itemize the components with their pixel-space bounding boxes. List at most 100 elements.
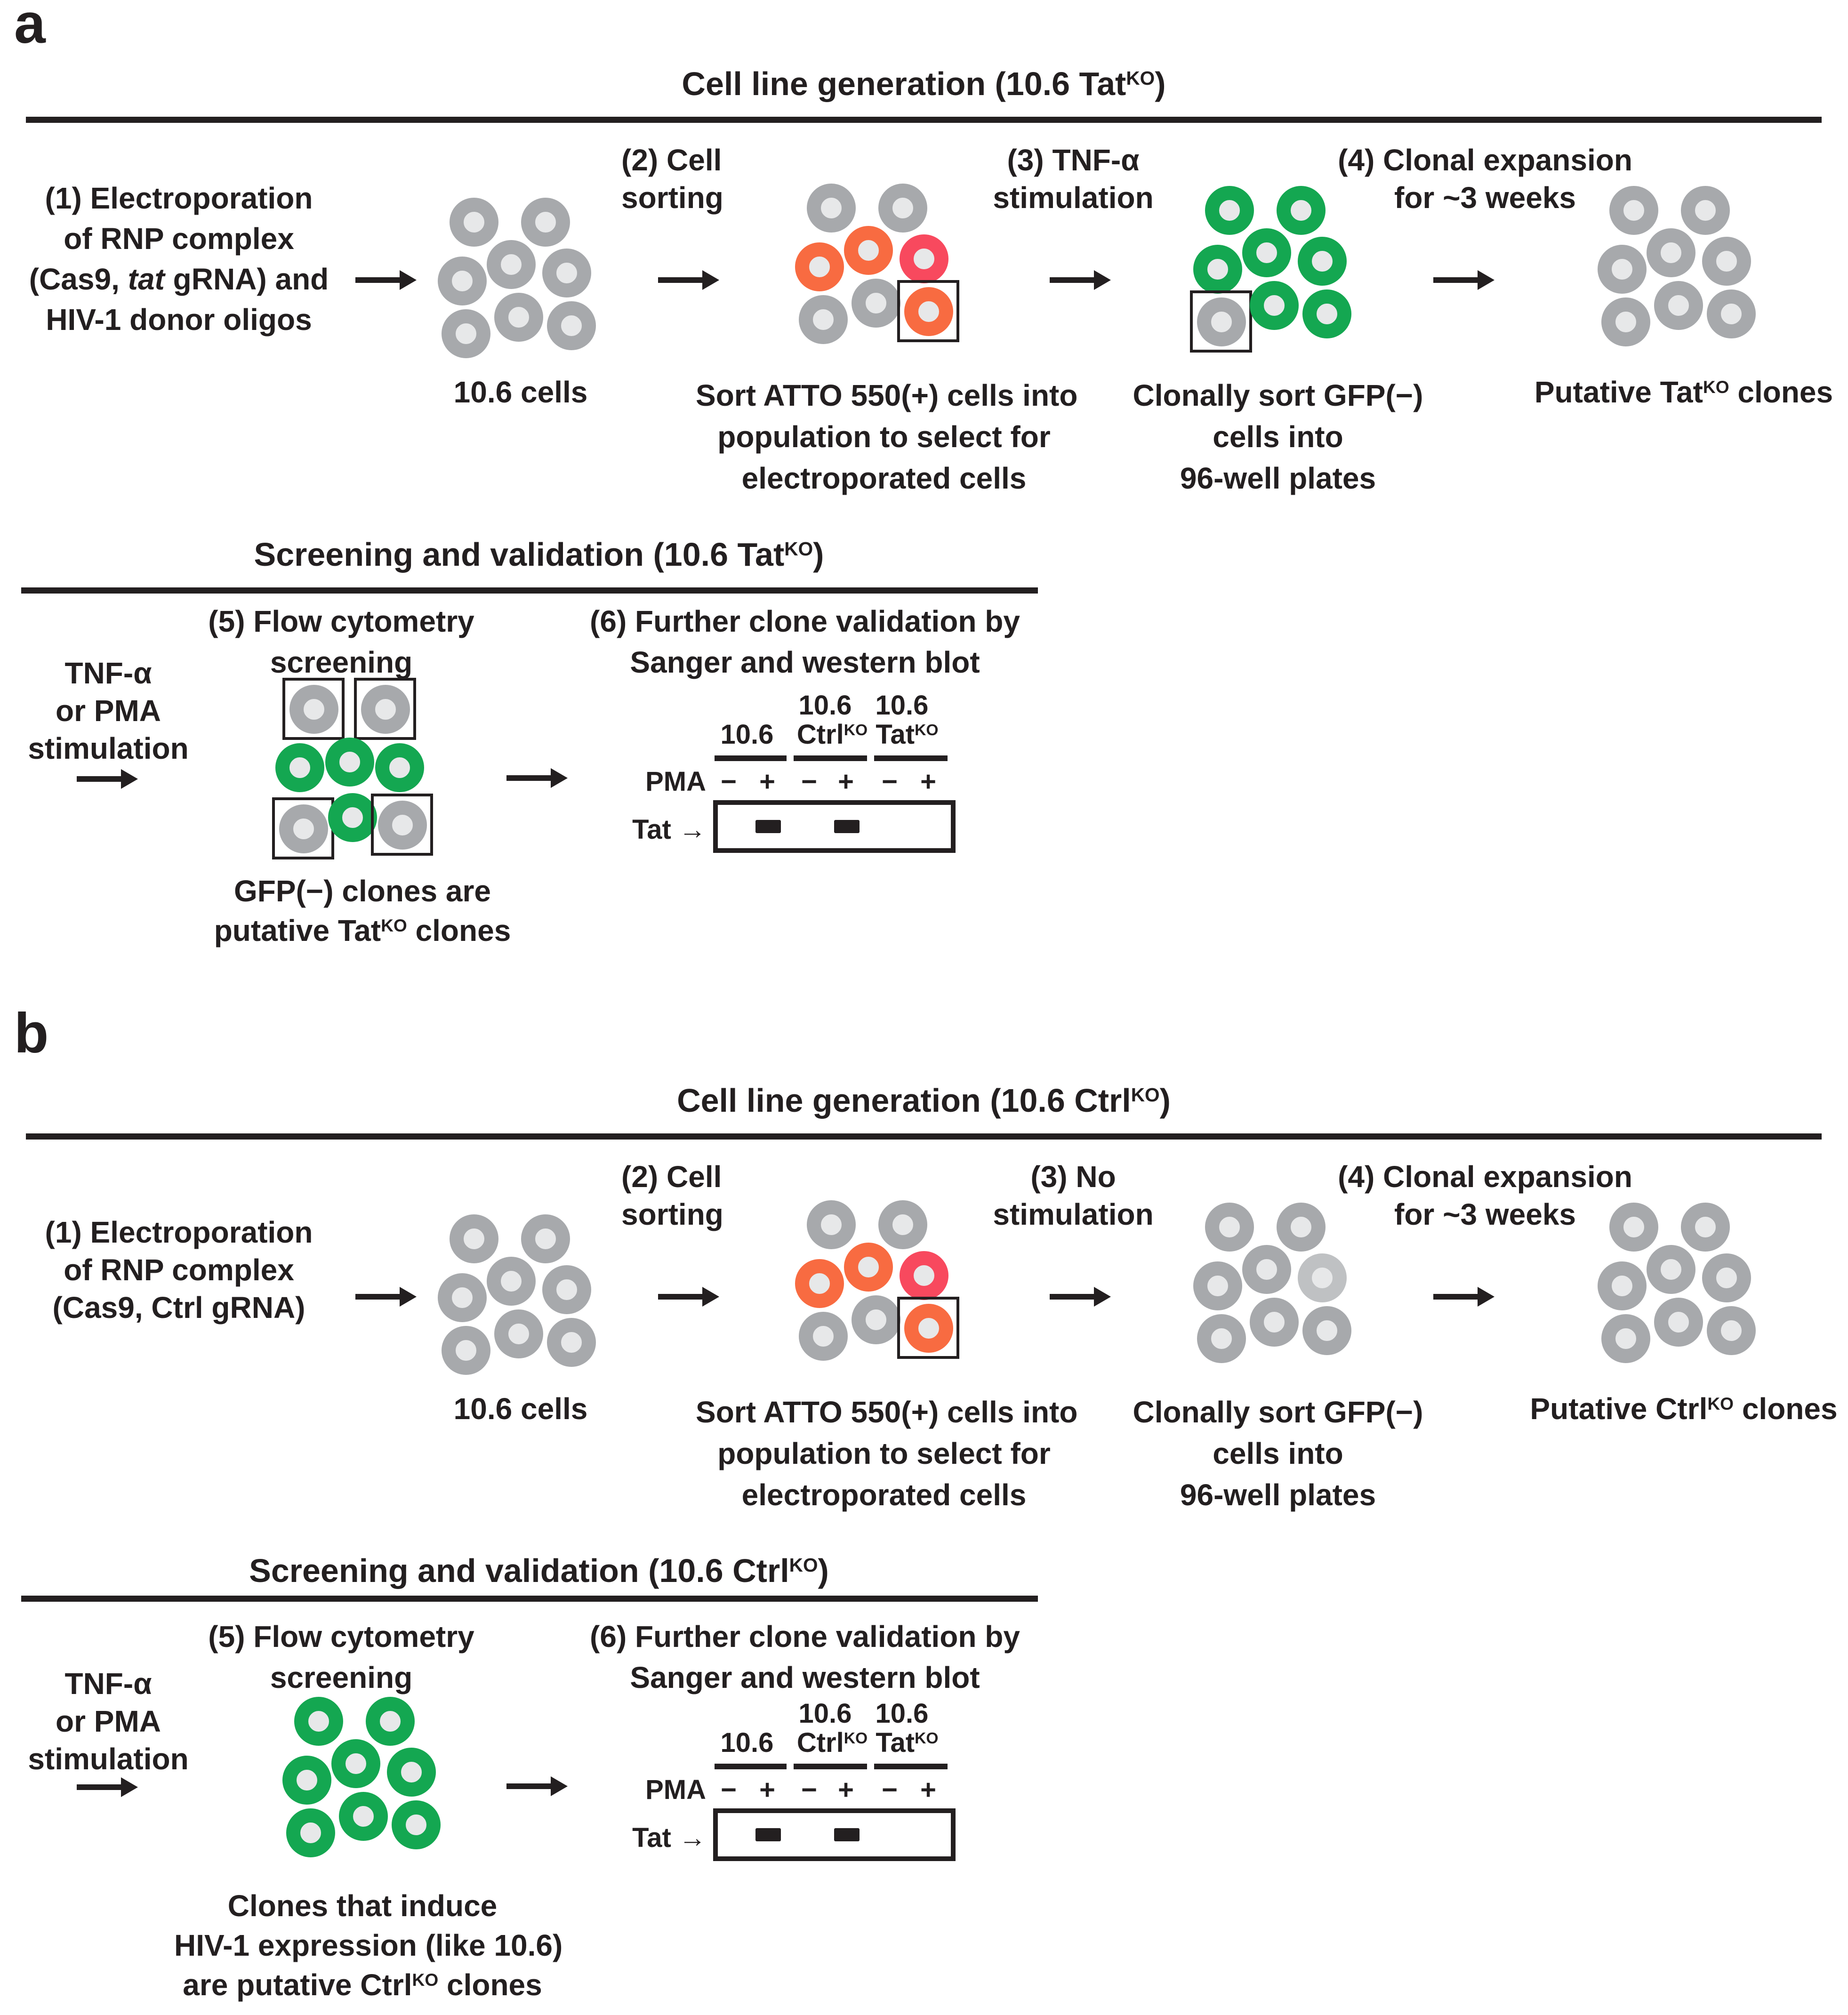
label-text: Putative Ctrl xyxy=(1530,1392,1708,1426)
lane-group-underline xyxy=(874,1764,948,1769)
section-divider xyxy=(21,587,1038,594)
cell-green-icon xyxy=(392,1800,441,1849)
step-line: (6) Further clone validation by xyxy=(590,1620,1020,1654)
step-line: for ~3 weeks xyxy=(1394,1197,1576,1231)
blot-header-ctrlko: CtrlKO xyxy=(795,720,870,754)
cell-green-icon xyxy=(1193,245,1242,294)
cell-gray-icon xyxy=(1681,186,1730,235)
pma-label: PMA xyxy=(645,1774,706,1805)
pma-sign: + xyxy=(759,766,775,797)
cell-cluster-clones xyxy=(1598,186,1758,348)
ko-superscript: KO xyxy=(1703,377,1729,397)
step-line-part: (Cas9, xyxy=(29,262,128,296)
induce-result-label-b: Clones that induce HIV-1 expression (lik… xyxy=(174,1886,562,2009)
gfp-result-label-a: GFP(−) clones are putative TatKO clones xyxy=(174,871,551,955)
cell-gray-icon xyxy=(487,1257,536,1306)
cell-orange-icon xyxy=(904,1304,953,1353)
section-divider xyxy=(26,117,1822,123)
cell-gray-icon xyxy=(1654,1298,1703,1347)
pma-label: PMA xyxy=(645,766,706,797)
putative-clones-label-a: Putative TatKO clones xyxy=(1495,375,1848,409)
tat-row-label: Tat → xyxy=(631,815,706,844)
step-line: sorting xyxy=(621,181,723,215)
cell-gray-icon xyxy=(487,240,536,289)
cell-gray-icon xyxy=(542,249,591,297)
title-text: Cell line generation (10.6 Tat xyxy=(682,65,1126,102)
cell-gray-icon xyxy=(438,1273,487,1322)
ko-superscript: KO xyxy=(412,1969,439,1990)
selection-box xyxy=(354,678,416,740)
flow-arrow-icon xyxy=(506,768,568,788)
selection-box xyxy=(282,678,345,740)
tat-row-label: Tat → xyxy=(631,1823,706,1853)
cell-orange-icon xyxy=(795,1259,844,1308)
cell-gray-icon xyxy=(1647,1245,1695,1294)
cell-gray-icon xyxy=(547,301,596,350)
label-line: Sort ATTO 550(+) cells into xyxy=(696,1395,1078,1429)
cell-gray-icon xyxy=(521,1214,570,1263)
cell-gray-icon xyxy=(1681,1203,1730,1252)
step3-text-b: (3) No stimulation xyxy=(979,1158,1167,1233)
cell-gray-icon xyxy=(1654,281,1703,330)
cell-green-icon xyxy=(387,1748,436,1797)
label-text: Tat xyxy=(632,1822,671,1853)
step1-text-b: (1) Electroporation of RNP complex (Cas9… xyxy=(14,1213,344,1326)
cell-gray-icon xyxy=(1242,1245,1291,1294)
blot-header-ctrl-top: 10.6 xyxy=(798,1698,852,1729)
ko-superscript: KO xyxy=(1707,1393,1734,1413)
cell-gray-icon xyxy=(1702,1253,1751,1302)
cell-cluster-clones xyxy=(1598,1203,1758,1365)
cell-orange-icon xyxy=(844,226,893,275)
selection-box xyxy=(1190,290,1252,353)
cell-gray-icon xyxy=(852,279,900,328)
label-line: or PMA xyxy=(56,1704,161,1738)
cell-gray-icon xyxy=(1702,237,1751,286)
protein-band xyxy=(834,820,860,833)
ko-superscript: KO xyxy=(1131,1084,1160,1106)
title-text: Cell line generation (10.6 Ctrl xyxy=(677,1082,1131,1119)
ko-superscript: KO xyxy=(844,721,868,739)
ko-superscript: KO xyxy=(844,1729,868,1747)
label-line: cells into xyxy=(1213,1437,1343,1470)
sort-atto-label: Sort ATTO 550(+) cells into population t… xyxy=(696,375,1077,499)
title-text: ) xyxy=(818,1552,829,1589)
label-line: population to select for xyxy=(717,1437,1051,1470)
step-line: Sanger and western blot xyxy=(630,645,980,679)
label-line: GFP(−) clones are xyxy=(234,874,491,908)
cell-orange-icon xyxy=(904,287,953,336)
ko-superscript: KO xyxy=(1126,67,1155,89)
step-line: (3) TNF-α xyxy=(1007,143,1140,177)
step2-text-b: (2) Cell sorting xyxy=(621,1158,819,1233)
cell-gray-icon xyxy=(1598,245,1647,294)
cell-gray-icon xyxy=(521,198,570,247)
label-text: Tat xyxy=(876,1727,915,1758)
step-line: (2) Cell xyxy=(621,1160,722,1194)
flow-arrow-icon xyxy=(77,769,138,789)
cells-count-label: 10.6 cells xyxy=(453,375,588,409)
cell-cluster-sorted xyxy=(795,184,959,346)
flow-arrow-icon xyxy=(1433,270,1494,290)
step6-text-b: (6) Further clone validation by Sanger a… xyxy=(570,1616,1040,1698)
cell-gray-icon xyxy=(542,1265,591,1314)
tnf-stimulation-label-a: TNF-α or PMA stimulation xyxy=(14,654,202,767)
label-text: clones xyxy=(1729,375,1833,409)
step-line: (5) Flow cytometry xyxy=(208,1620,474,1654)
step5-text-b: (5) Flow cytometry screening xyxy=(200,1616,482,1698)
label-line: cells into xyxy=(1213,420,1343,454)
title-text: ) xyxy=(1159,1082,1171,1119)
cell-gray-icon xyxy=(442,1326,490,1375)
section-divider xyxy=(26,1133,1822,1140)
step-line: (5) Flow cytometry xyxy=(208,604,474,638)
step4-text-a: (4) Clonal expansion for ~3 weeks xyxy=(1297,141,1673,217)
step-line: (6) Further clone validation by xyxy=(590,604,1020,638)
cell-gray-icon xyxy=(442,309,490,358)
pma-sign: − xyxy=(882,766,898,797)
cell-gray-icon xyxy=(1598,1261,1647,1310)
flow-arrow-icon xyxy=(658,270,719,290)
cell-cluster-sorted xyxy=(795,1200,959,1363)
step-line: (1) Electroporation xyxy=(45,181,313,215)
cell-green-icon xyxy=(1298,237,1347,286)
pma-sign: + xyxy=(920,766,936,797)
cells-count-label: 10.6 cells xyxy=(453,1392,588,1426)
